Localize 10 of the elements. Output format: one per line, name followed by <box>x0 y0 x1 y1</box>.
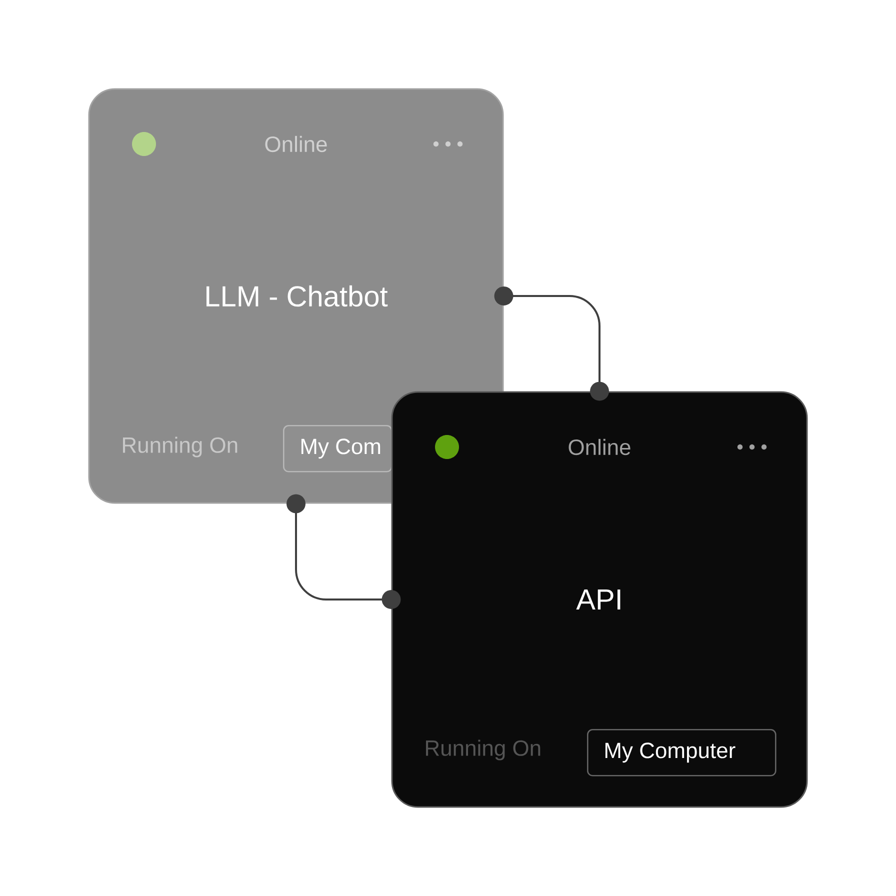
status-label: Online <box>265 136 327 152</box>
field-label: Running On <box>123 436 238 458</box>
card-title: API <box>576 590 620 610</box>
connector <box>494 286 609 401</box>
selector-button: My Computer <box>587 729 776 776</box>
field-label: Running On <box>426 740 540 760</box>
card-title: LLM - Chatbot <box>206 285 388 307</box>
selector-button: My Com <box>283 425 392 472</box>
status-label: Online <box>568 438 630 456</box>
connector <box>286 494 401 609</box>
